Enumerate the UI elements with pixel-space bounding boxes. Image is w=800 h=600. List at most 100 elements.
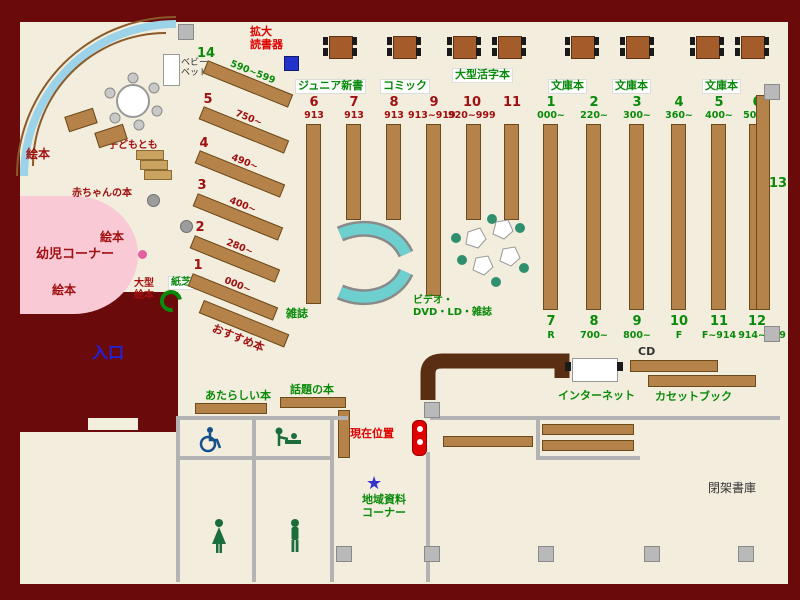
stool xyxy=(138,250,147,259)
bookshelf xyxy=(542,440,634,451)
baby-bed-label: ベビー ベッド xyxy=(181,58,209,79)
large-picture-books-label: 大型 絵本 xyxy=(134,278,154,301)
entrance-doorway xyxy=(88,418,138,430)
wheelchair-icon xyxy=(199,427,222,453)
shelf-number: 9 xyxy=(632,314,642,329)
shelf-number: 8 xyxy=(389,95,399,110)
shelf-range-label: 913 xyxy=(384,110,404,121)
picture-books-label: 絵本 xyxy=(26,147,51,161)
cassette-shelf xyxy=(648,375,756,387)
shelf-range-label: F~914 xyxy=(701,330,737,341)
reading-table xyxy=(387,34,421,60)
shelf-range-label: 000~ xyxy=(537,110,565,121)
shelf-number: 5 xyxy=(714,95,724,110)
wall xyxy=(176,456,334,460)
shelf-number: 3 xyxy=(197,178,207,193)
wall xyxy=(330,416,334,582)
new-books-shelf xyxy=(195,403,267,414)
shelf-number: 6 xyxy=(309,95,319,110)
wall xyxy=(252,416,256,458)
sign-stand xyxy=(147,194,160,207)
shelf-range-label: 913 xyxy=(304,110,324,121)
chair xyxy=(617,362,623,371)
bookshelf xyxy=(542,424,634,435)
entrance-label: 入口 xyxy=(92,343,125,362)
reading-table xyxy=(447,34,481,60)
bookshelf xyxy=(443,436,533,447)
wall-top xyxy=(0,0,800,22)
wall xyxy=(252,458,256,582)
bunko-label: 文庫本 xyxy=(702,79,741,94)
magazine-display xyxy=(336,220,414,306)
shelf-number: 11 xyxy=(709,314,729,329)
bookshelf xyxy=(504,124,519,220)
pillar xyxy=(424,402,440,418)
shelf-range-label: F xyxy=(675,330,683,341)
reading-table xyxy=(323,34,357,60)
chair xyxy=(565,362,571,371)
shelf-range-label: 360~ xyxy=(665,110,693,121)
pillar xyxy=(764,84,780,100)
bunko-label: 文庫本 xyxy=(612,79,651,94)
baby-changing-icon xyxy=(275,427,301,446)
magnifier-label: 拡大 読書器 xyxy=(250,25,283,51)
shelf-range-label: 913~919 xyxy=(408,110,456,121)
junior-shinsho-label: ジュニア新書 xyxy=(295,79,367,94)
step-shelf xyxy=(140,160,168,170)
star-icon: ★ xyxy=(366,473,383,494)
shelf-number: 11 xyxy=(502,95,522,110)
pillar xyxy=(538,546,554,562)
internet-label: インターネット xyxy=(558,389,635,402)
picture-books-label: 絵本 xyxy=(100,230,125,244)
shelf-range-label: 914~999 xyxy=(738,330,786,341)
shelf-number: 10 xyxy=(669,314,689,329)
bookshelf xyxy=(586,124,601,310)
cd-label: CD xyxy=(638,345,656,358)
reading-table xyxy=(735,34,769,60)
man-icon xyxy=(291,519,299,552)
wall xyxy=(536,456,640,460)
cd-shelf xyxy=(630,360,718,372)
pillar xyxy=(178,24,194,40)
wall-bottom xyxy=(0,584,800,600)
shelf-number: 12 xyxy=(747,314,767,329)
wall xyxy=(430,416,780,420)
reading-table xyxy=(690,34,724,60)
shelf-range-label: 300~ xyxy=(623,110,651,121)
shelf-number: 8 xyxy=(589,314,599,329)
wall-right xyxy=(788,0,800,600)
bookshelf xyxy=(711,124,726,310)
baby-bed xyxy=(163,54,180,86)
toddler-corner-area xyxy=(20,196,138,314)
picture-books-label: 絵本 xyxy=(52,283,77,297)
magnifier-device-icon xyxy=(284,56,299,71)
pillar xyxy=(424,546,440,562)
shelf-number: 1 xyxy=(193,258,203,273)
sign-stand xyxy=(180,220,193,233)
entrance-block xyxy=(0,292,178,432)
bookshelf xyxy=(426,124,441,296)
shelf-number: 7 xyxy=(349,95,359,110)
bookshelf xyxy=(306,124,321,304)
magazines-label: 雑誌 xyxy=(286,307,308,320)
bookshelf xyxy=(386,124,401,220)
bunko-label: 文庫本 xyxy=(548,79,587,94)
reading-table xyxy=(492,34,526,60)
shelf-range-label: 920~999 xyxy=(448,110,496,121)
topic-books-shelf xyxy=(280,397,346,408)
internet-table xyxy=(572,358,618,382)
cassette-label: カセットブック xyxy=(655,390,732,403)
topic-books-label: 話題の本 xyxy=(290,383,334,396)
shelf-number: 2 xyxy=(195,220,205,235)
shelf-number: 4 xyxy=(674,95,684,110)
shelf-number: 3 xyxy=(632,95,642,110)
closed-stacks-label: 閉架書庫 xyxy=(708,481,757,495)
bookshelf xyxy=(756,95,770,310)
bookshelf xyxy=(629,124,644,310)
large-print-label: 大型活字本 xyxy=(452,68,513,83)
pillar xyxy=(738,546,754,562)
kids-round-table xyxy=(104,72,163,131)
shelf-number: 5 xyxy=(203,92,213,107)
shelf-range-label: 700~ xyxy=(580,330,608,341)
